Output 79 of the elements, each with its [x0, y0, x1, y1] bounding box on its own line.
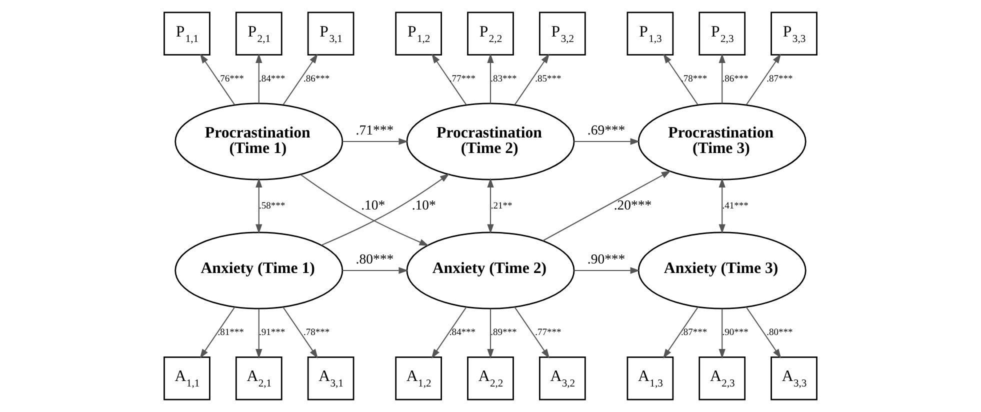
- arrow: [574, 267, 640, 274]
- arrow: [487, 308, 494, 359]
- node-box: A$_{2,2}$: [467, 356, 514, 400]
- edge-label: .91***: [259, 328, 286, 338]
- edge-label: .84***: [259, 74, 286, 84]
- edge-label: .77***: [449, 74, 476, 84]
- node-box: P$_{3,1}$: [307, 12, 354, 56]
- edge-label: .20***: [614, 198, 652, 213]
- arrow: [342, 138, 408, 145]
- node-box: A$_{3,1}$: [307, 356, 354, 400]
- node-box: P$_{2,3}$: [698, 12, 746, 56]
- edge-label: .80***: [766, 328, 793, 338]
- node-ellipse: Anxiety (Time 2): [406, 232, 575, 310]
- edge-label: .78***: [681, 74, 708, 84]
- node-box: A$_{2,3}$: [698, 356, 746, 400]
- node-box: A$_{3,3}$: [770, 356, 818, 400]
- edge-label: .77***: [535, 328, 562, 338]
- arrow: [300, 174, 429, 246]
- edge-label: .69***: [587, 122, 626, 138]
- edge-label: .41***: [722, 201, 748, 212]
- arrow: [663, 306, 698, 358]
- edge-label: .71***: [356, 122, 394, 138]
- node-box: A$_{1,2}$: [395, 356, 442, 400]
- edge-label: .58***: [259, 201, 286, 212]
- node-box: A$_{1,1}$: [164, 356, 210, 400]
- arrow: [574, 138, 640, 145]
- arrow: [487, 53, 494, 104]
- edge-label: .81***: [218, 328, 244, 338]
- edge-label: .87***: [681, 328, 708, 338]
- edge-label: .21**: [490, 201, 512, 212]
- arrow: [256, 178, 262, 234]
- node-box: P$_{2,1}$: [235, 12, 282, 56]
- arrow: [514, 306, 550, 358]
- node-box: A$_{2,1}$: [235, 356, 282, 400]
- arrow: [431, 306, 467, 358]
- arrow: [718, 308, 726, 359]
- edge-label: .10*: [412, 198, 436, 213]
- arrow: [432, 54, 467, 105]
- arrow: [282, 306, 318, 358]
- arrow: [200, 54, 235, 105]
- arrow: [746, 54, 782, 105]
- node-box: P$_{3,2}$: [539, 12, 586, 56]
- arrow: [663, 54, 698, 105]
- edge-label: .78***: [303, 328, 330, 338]
- node-box: A$_{1,3}$: [626, 356, 674, 400]
- edge-label: .89***: [490, 328, 517, 338]
- edge-label: .84***: [449, 328, 476, 338]
- node-ellipse: Anxiety (Time 3): [638, 232, 806, 310]
- arrow: [282, 54, 318, 105]
- arrow: [321, 174, 450, 246]
- edge-label: .10*: [361, 198, 386, 213]
- node-ellipse: Anxiety (Time 1): [174, 232, 344, 310]
- node-ellipse: Procrastination (Time 1): [174, 102, 344, 180]
- node-box: P$_{1,2}$: [395, 12, 442, 56]
- node-box: P$_{3,3}$: [770, 12, 818, 56]
- arrow: [746, 306, 782, 358]
- edge-label: .90***: [722, 328, 748, 338]
- arrow: [718, 53, 726, 104]
- edge-label: .76***: [218, 74, 244, 84]
- edge-label: .83***: [490, 74, 517, 84]
- edge-label: .87***: [766, 74, 793, 84]
- node-box: A$_{3,2}$: [539, 356, 586, 400]
- arrow: [342, 267, 408, 274]
- arrow: [514, 54, 550, 105]
- edge-label: .86***: [722, 74, 748, 84]
- edge-label: .85***: [535, 74, 562, 84]
- arrow: [256, 53, 262, 104]
- node-box: P$_{1,1}$: [164, 12, 210, 56]
- node-box: P$_{1,3}$: [626, 12, 674, 56]
- edge-label: .86***: [303, 74, 330, 84]
- arrow: [200, 306, 236, 358]
- arrow: [487, 178, 494, 234]
- node-box: P$_{2,2}$: [467, 12, 514, 56]
- arrow: [256, 308, 262, 359]
- edge-label: .80***: [356, 252, 394, 267]
- node-ellipse: Procrastination (Time 2): [406, 102, 575, 180]
- arrow: [718, 178, 726, 234]
- arrow: [542, 170, 671, 242]
- edge-label: .90***: [587, 252, 626, 267]
